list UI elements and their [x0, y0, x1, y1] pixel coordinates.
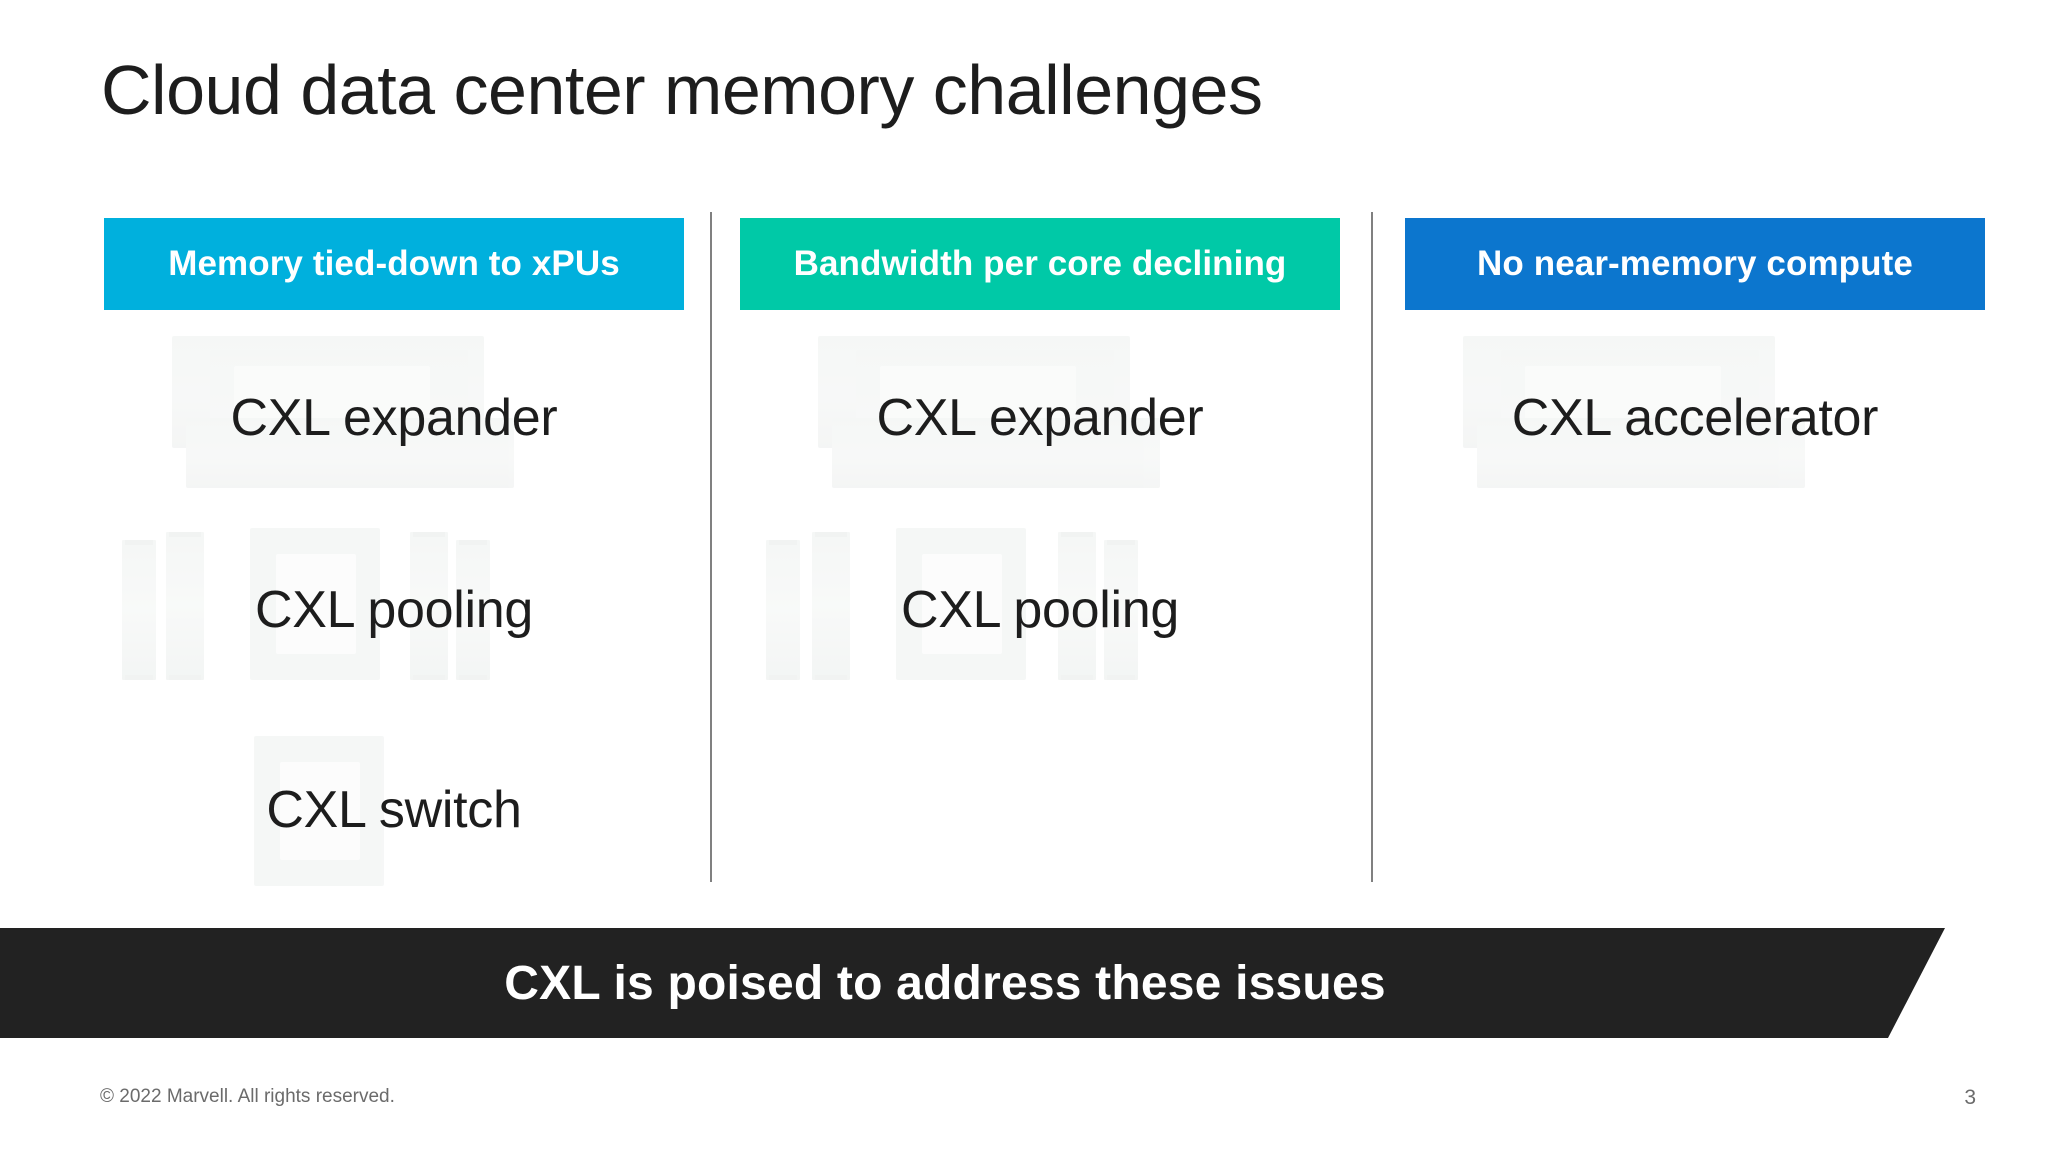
- feature-cxl-pooling-col1: CXL pooling: [104, 522, 684, 697]
- slide-page-number: 3: [1964, 1086, 1976, 1109]
- feature-label: CXL pooling: [254, 580, 534, 639]
- feature-cxl-pooling-col2: CXL pooling: [740, 522, 1340, 697]
- feature-cxl-accelerator-col3: CXL accelerator: [1405, 330, 1985, 505]
- challenge-column-2: Bandwidth per core declining CXL expande…: [740, 210, 1340, 890]
- key-message-text: CXL is poised to address these issues: [504, 956, 1386, 1010]
- page-title: Cloud data center memory challenges: [101, 51, 1263, 129]
- ghost-art-board-icon: [740, 330, 1340, 505]
- key-message-banner: CXL is poised to address these issues: [0, 928, 1945, 1038]
- column-header-bandwidth-per-core: Bandwidth per core declining: [740, 218, 1340, 310]
- feature-label: CXL switch: [266, 780, 522, 839]
- feature-label: CXL accelerator: [1511, 388, 1879, 447]
- column-header-no-near-memory-compute: No near-memory compute: [1405, 218, 1985, 310]
- column-header-label: Bandwidth per core declining: [793, 244, 1287, 283]
- ghost-art-board-icon: [104, 330, 684, 505]
- ghost-art-switch-chip-icon: [104, 722, 684, 897]
- feature-cxl-expander-col1: CXL expander: [104, 330, 684, 505]
- column-header-memory-tied-down: Memory tied-down to xPUs: [104, 218, 684, 310]
- ghost-art-board-icon: [1405, 330, 1985, 505]
- feature-label: CXL expander: [230, 388, 558, 447]
- ghost-art-memory-pooling-icon: [740, 522, 1340, 697]
- feature-label: CXL pooling: [900, 580, 1180, 639]
- feature-cxl-switch-col1: CXL switch: [104, 722, 684, 897]
- feature-label: CXL expander: [876, 388, 1204, 447]
- columns-region: Memory tied-down to xPUs CXL expander: [0, 210, 2048, 890]
- footer-copyright: © 2022 Marvell. All rights reserved.: [100, 1086, 395, 1107]
- feature-cxl-expander-col2: CXL expander: [740, 330, 1340, 505]
- column-divider-1: [710, 212, 712, 882]
- ghost-art-memory-pooling-icon: [104, 522, 684, 697]
- column-divider-2: [1371, 212, 1373, 882]
- challenge-column-3: No near-memory compute CXL accelerator: [1405, 210, 1985, 890]
- column-header-label: Memory tied-down to xPUs: [168, 244, 620, 283]
- challenge-column-1: Memory tied-down to xPUs CXL expander: [104, 210, 684, 890]
- column-header-label: No near-memory compute: [1477, 244, 1913, 283]
